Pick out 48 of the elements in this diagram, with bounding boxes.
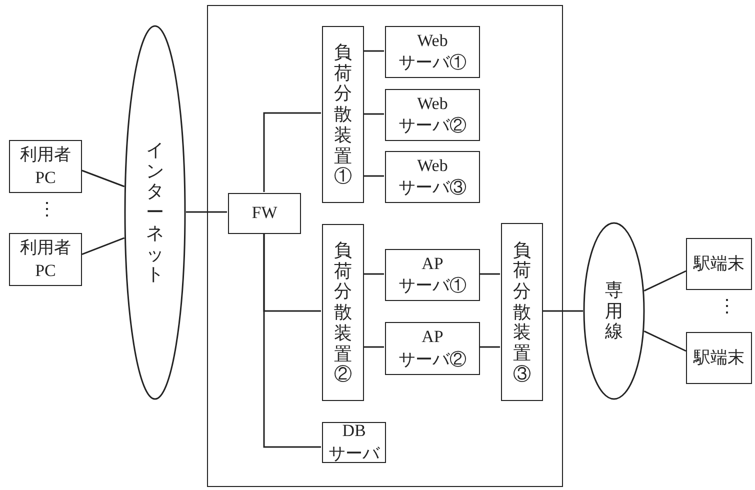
node-label: 負荷分散装置③ [513,240,531,384]
connector-line [186,211,227,213]
connector-line [479,273,500,275]
node-label: 専用線 [605,280,623,342]
node-label: FW [252,202,278,224]
connector-line [363,346,384,348]
node-label: 利用者 PC [19,144,72,188]
device-box [9,140,82,193]
node-label: Web サーバ③ [398,154,468,199]
node-label: 駅端末 [694,346,744,369]
connector-line [479,346,500,348]
node-label: インターネット [146,140,164,285]
load-balancer-box [501,223,543,401]
device-box [385,151,480,203]
load-balancer-box [322,224,364,401]
device-box [322,422,386,463]
connector-line [363,50,384,52]
device-box [686,332,752,384]
connector-line [644,330,686,352]
device-box [228,193,301,234]
node-label: 負荷分散装置② [334,240,352,385]
device-box [9,233,82,286]
connector-line [263,112,321,192]
node-label: 負荷分散装置① [334,42,352,187]
device-box [385,322,480,375]
node-label: Web サーバ① [398,30,468,74]
device-box [385,89,480,141]
connector-line [644,270,686,292]
connector-line [363,113,384,115]
connector-line [263,233,321,448]
node-label: 利用者 PC [19,237,72,282]
connector-line [363,273,384,275]
node-label: AP サーバ② [398,326,468,370]
connector-line [82,237,125,255]
device-box [686,238,752,290]
device-box [385,26,480,78]
load-balancer-box [322,26,364,203]
connector-line [542,310,583,312]
node-label: Web サーバ② [398,92,468,137]
system-boundary-box [207,5,563,487]
device-box [385,249,480,301]
connector-line [82,170,125,188]
connector-line [363,175,384,177]
node-label: DB サーバ [328,420,381,464]
ellipsis-dots: ⋮ [718,297,736,315]
node-label: 駅端末 [694,252,744,275]
ellipsis-dots: ⋮ [38,200,56,218]
node-label: AP サーバ① [398,252,468,297]
